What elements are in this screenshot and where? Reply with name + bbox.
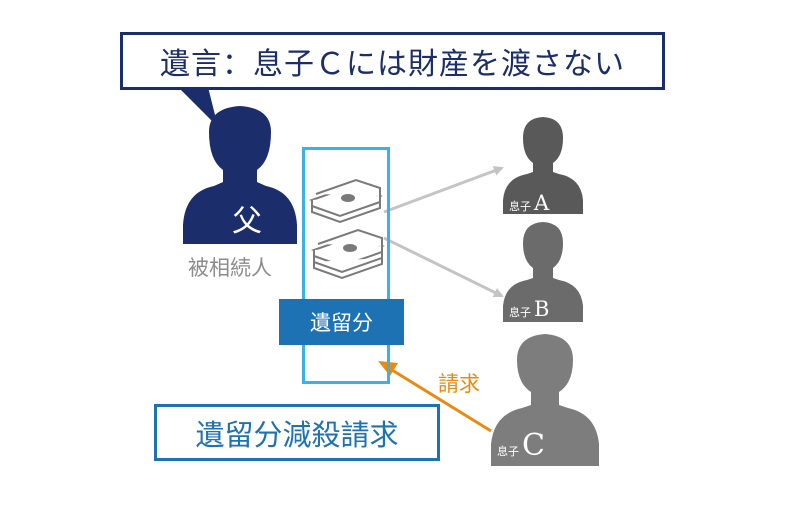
will-speech-bubble: 遺言：息子Ｃには財産を渡さない (120, 32, 665, 90)
son-c-letter: C (522, 428, 545, 463)
estate-box (302, 147, 390, 384)
reserved-share-badge: 遺留分 (279, 299, 404, 345)
son-a-silhouette (503, 117, 583, 214)
money-stack-icon (309, 178, 383, 224)
father-label: 父 (232, 204, 262, 239)
son-c-label: 息子 C (497, 428, 545, 463)
son-c-prefix: 息子 (497, 445, 519, 458)
son-c-silhouette (491, 334, 599, 466)
claim-title-box: 遺留分減殺請求 (154, 404, 440, 461)
son-b-label: 息子 B (509, 297, 549, 321)
will-text: 遺言：息子Ｃには財産を渡さない (160, 47, 625, 82)
son-a-letter: A (534, 191, 550, 215)
claim-arrow-label: 請求 (438, 372, 480, 396)
reserved-share-label: 遺留分 (310, 311, 373, 335)
money-stack-icon (311, 228, 385, 280)
arrow-to-son-b (383, 236, 504, 298)
son-a-prefix: 息子 (509, 200, 531, 213)
son-b-silhouette (503, 222, 583, 322)
decedent-label: 被相続人 (188, 256, 272, 280)
arrow-to-son-a (383, 166, 504, 214)
speech-bubble-tail (178, 87, 218, 127)
father-silhouette (183, 106, 297, 244)
son-b-prefix: 息子 (509, 306, 531, 319)
claim-title: 遺留分減殺請求 (195, 417, 399, 452)
son-b-letter: B (534, 297, 550, 321)
son-a-label: 息子 A (509, 191, 549, 215)
